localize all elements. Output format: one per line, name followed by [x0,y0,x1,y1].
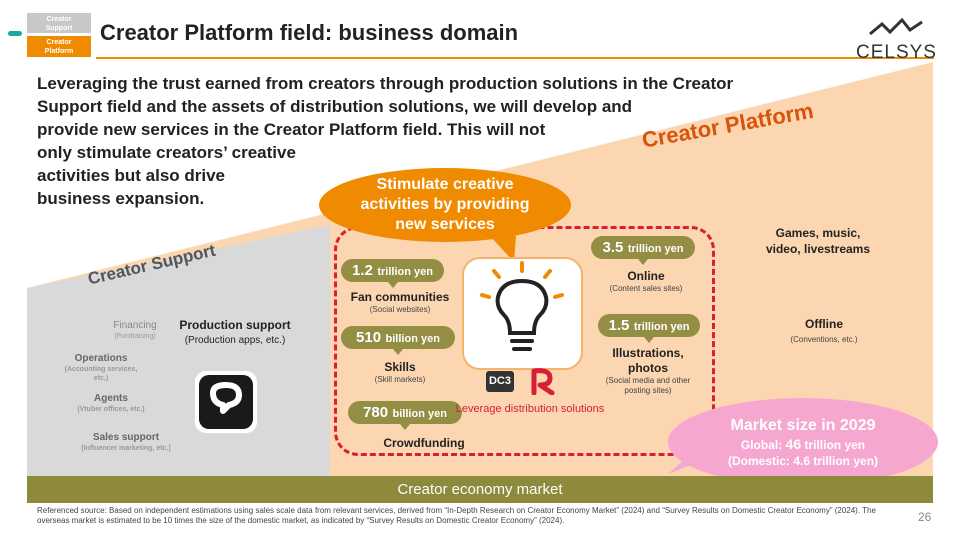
page-number: 26 [918,510,932,524]
creator-economy-market-bar: Creator economy market [27,476,933,503]
production-support: Production support(Production apps, etc.… [179,318,291,346]
light-bulb-icon [480,261,564,351]
r-logo-icon [531,368,555,395]
lead-line-3: provide new services in the Creator Plat… [37,120,546,139]
celsys-logo-text: CELSYS [856,42,937,63]
illust-value-pill: 1.5 trillion yen [598,314,700,343]
dc3-logo: DC3 [486,371,514,392]
segment-games-music: Games, music, video, livestreams [765,226,871,256]
segment-skills: Skills(Skill markets) [374,360,426,384]
segment-online: Online(Content sales sites) [609,269,683,293]
fan-value-pill: 1.2 trillion yen [341,259,444,288]
online-value-pill: 3.5 trillion yen [591,236,695,265]
lead-line-6: business expansion. [37,189,205,208]
clip-studio-app-icon [194,370,258,434]
lead-line-5: activities but also drive [37,166,226,185]
segment-offline: Offline(Conventions, etc.) [790,317,858,344]
segment-illustrations: Illustrations, photos(Social media and o… [605,346,691,395]
teal-marker [8,31,22,36]
support-agents: Agents(Vtuber offices, etc.) [77,393,145,413]
title-underline [96,57,934,59]
stimulate-bubble: Stimulate creative activities by providi… [319,168,571,242]
support-financing: Financing(Fundraising) [113,320,157,340]
reference-footnote: Referenced source: Based on independent … [37,506,876,525]
skills-value-pill: 510 billion yen [341,326,455,355]
leverage-distribution-text: Leverage distribution solutions [455,403,605,415]
market-size-global: Global: 46 trillion yen [740,435,866,452]
lead-line-4: only stimulate creators’ creative [37,143,296,162]
lead-line-2: Support field and the assets of distribu… [37,97,633,116]
celsys-logo-icon [869,17,923,36]
crowd-value-pill: 780 billion yen [348,401,462,430]
segment-crowdfunding: Crowdfunding [383,436,465,450]
segment-fan-communities: Fan communities(Social websites) [350,290,450,314]
page-title: Creator Platform field: business domain [100,20,519,45]
market-size-bubble: Market size in 2029 Global: 46 trillion … [668,398,938,486]
market-size-title: Market size in 2029 [730,416,876,434]
support-operations: Operations(Accounting services, etc.) [64,353,138,382]
support-sales: Sales support(Influencer marketing, etc.… [81,432,171,452]
lead-line-1: Leveraging the trust earned from creator… [37,74,734,93]
bulb-box [462,257,583,370]
bubble-tail [490,236,516,262]
market-size-domestic: (Domestic: 4.6 trillion yen) [727,453,879,468]
